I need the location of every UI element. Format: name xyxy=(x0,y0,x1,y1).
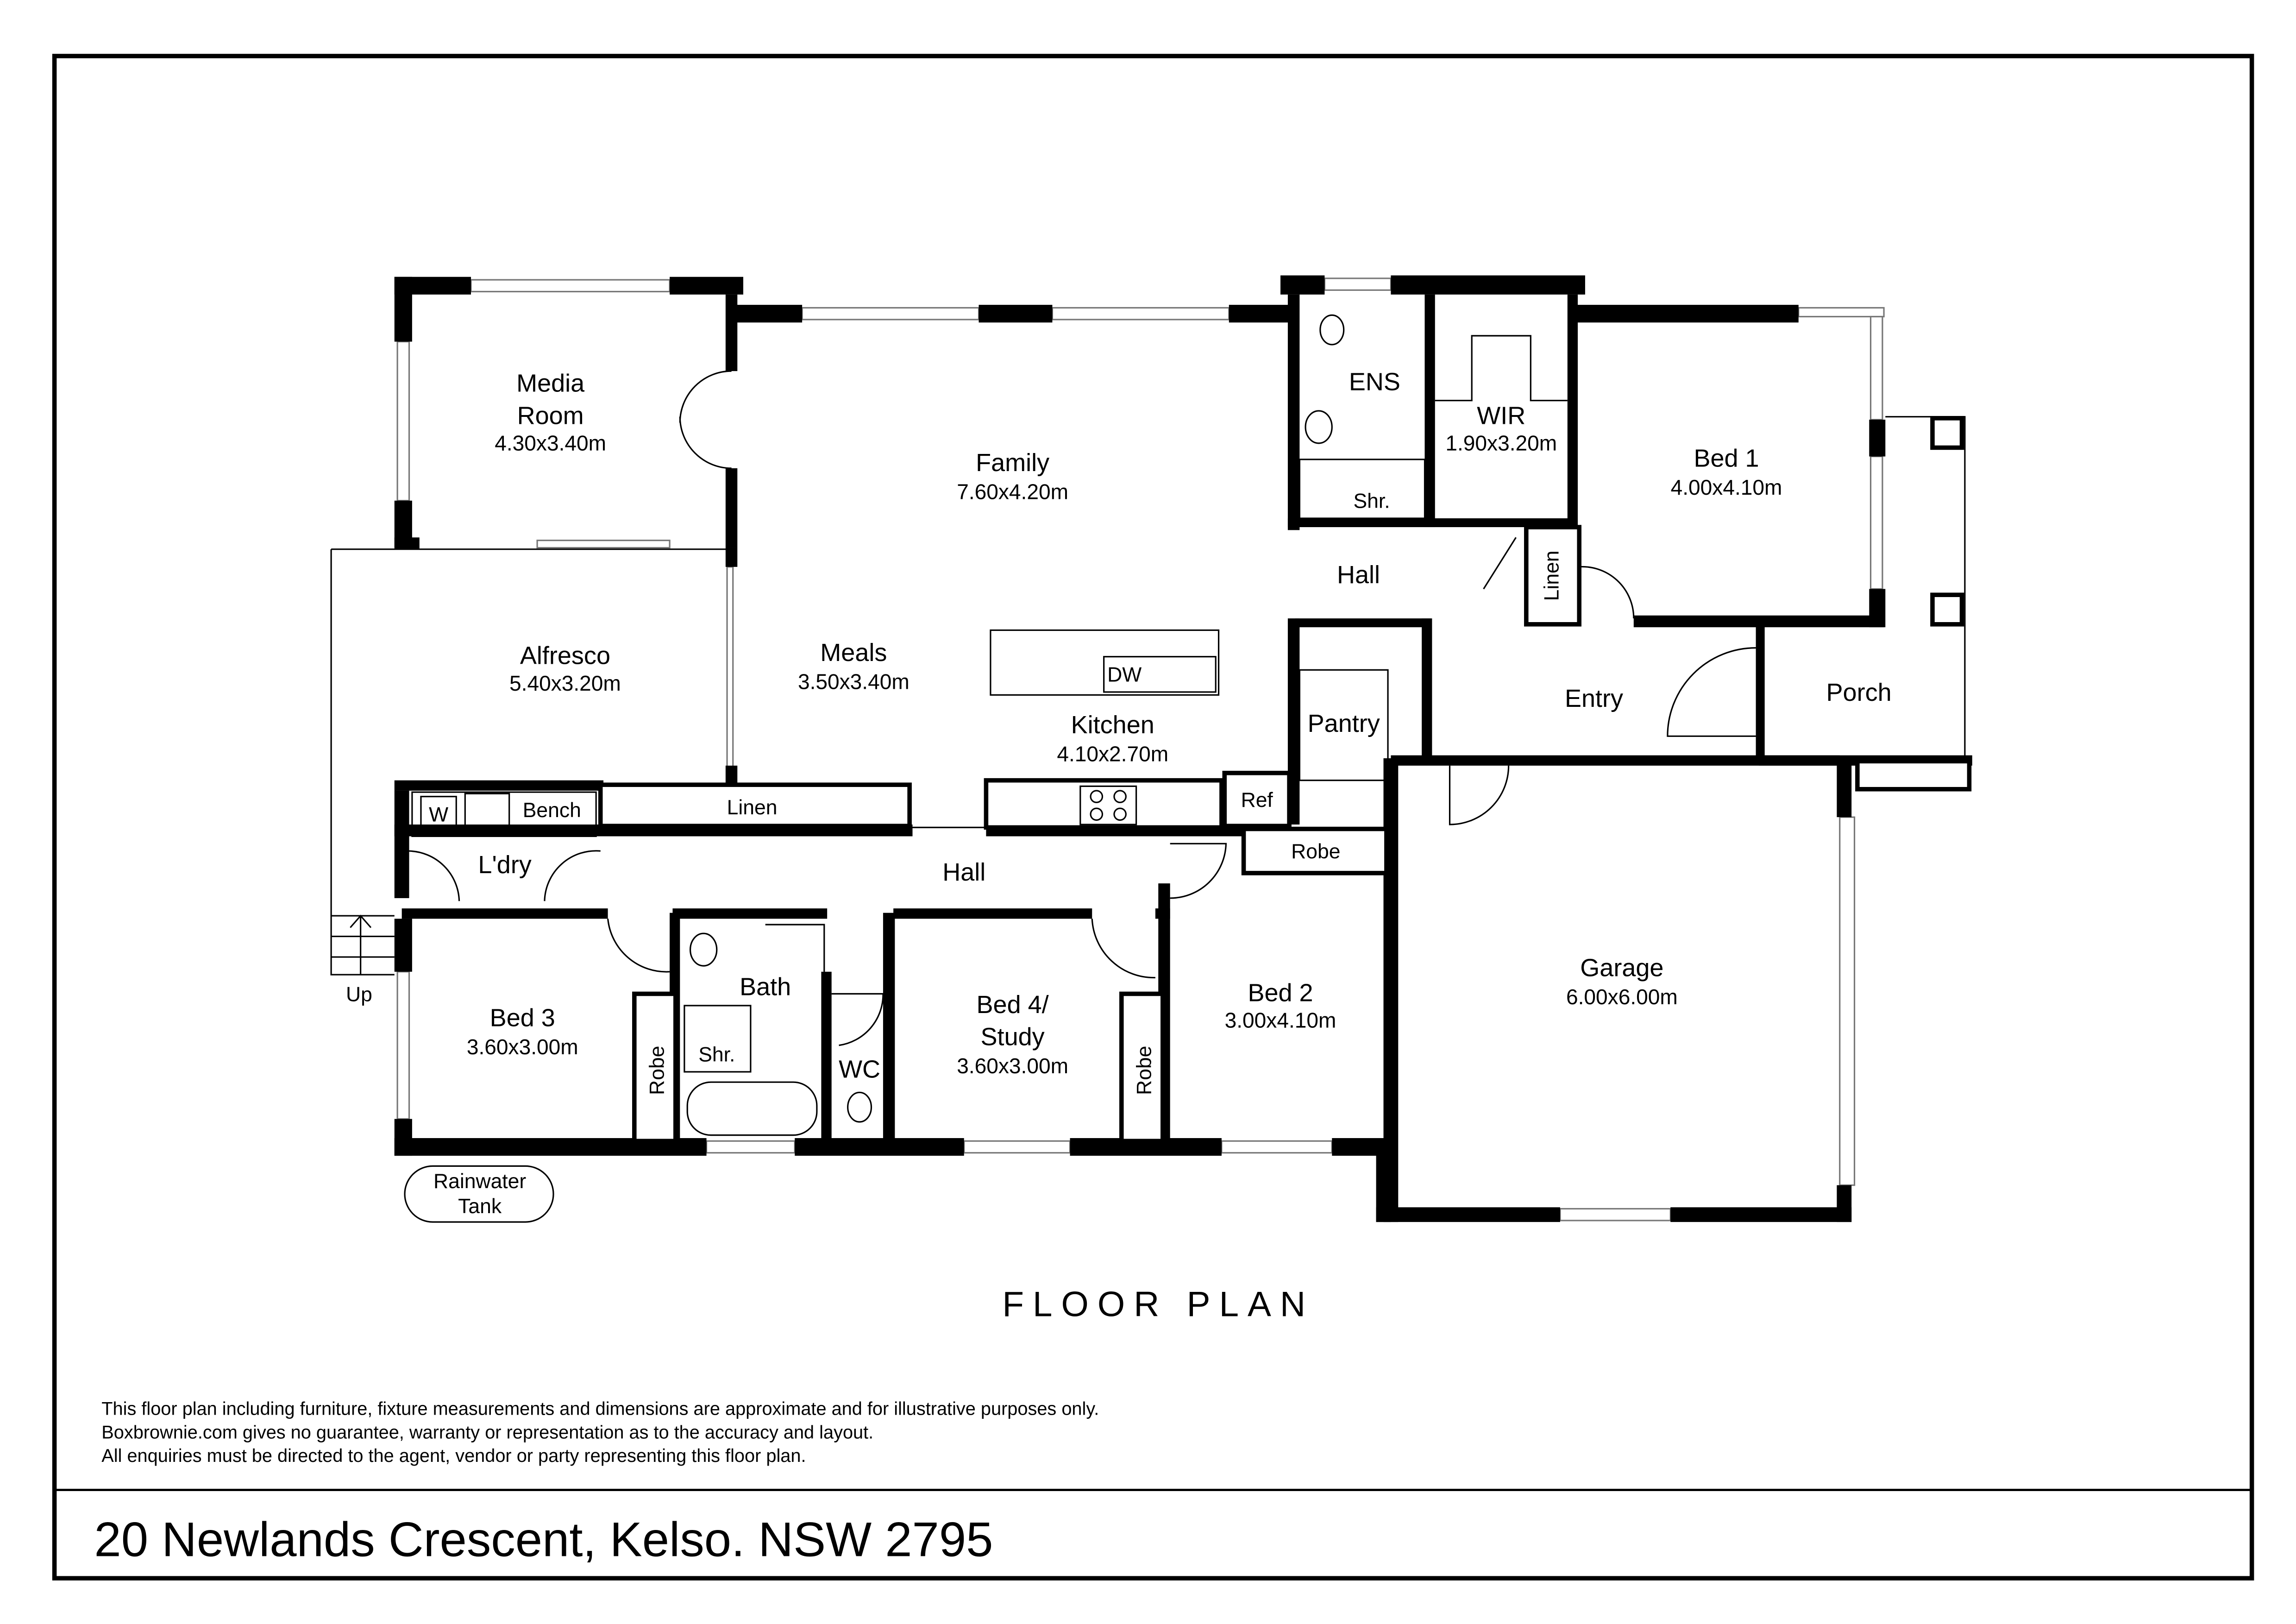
room-name: Garage xyxy=(1580,954,1663,982)
room-name: Media xyxy=(516,370,585,397)
porch-post xyxy=(1930,592,1964,627)
room-name: WC xyxy=(839,1056,880,1083)
room-name: Robe xyxy=(646,1046,668,1095)
room-name: Alfresco xyxy=(520,642,610,670)
room-name: Kitchen xyxy=(1071,711,1154,739)
room-name: Bed 4/ xyxy=(977,991,1049,1019)
room-name: L'dry xyxy=(478,851,531,879)
toilet-icon xyxy=(847,1091,872,1123)
room-name: Linen xyxy=(727,796,778,819)
room-labels: Media Room 4.30x3.40m Family 7.60x4.20m … xyxy=(346,368,1892,1218)
room-name: Bed 2 xyxy=(1248,979,1313,1007)
room-name: Robe xyxy=(1133,1046,1155,1095)
rainwater-tank xyxy=(404,1165,554,1223)
room-name: Hall xyxy=(942,858,985,886)
property-address: 20 Newlands Crescent, Kelso. NSW 2795 xyxy=(94,1513,993,1567)
washer-icon xyxy=(420,796,457,830)
bathtub-icon xyxy=(686,1081,818,1136)
sink-icon xyxy=(464,793,510,827)
plan-title: FLOOR PLAN xyxy=(1002,1285,1314,1324)
page-frame xyxy=(52,54,2254,1581)
appliance-label: DW xyxy=(1107,664,1142,686)
room-name: Porch xyxy=(1826,679,1892,706)
room-name: Entry xyxy=(1565,685,1623,712)
basin-icon xyxy=(1305,410,1333,444)
room-dims: 6.00x6.00m xyxy=(1566,985,1678,1009)
room-name: Meals xyxy=(820,639,887,667)
room-name: Study xyxy=(981,1023,1045,1051)
appliance-label: W xyxy=(429,804,448,826)
basin-icon xyxy=(689,932,718,967)
disclaimer-line: All enquiries must be directed to the ag… xyxy=(101,1446,806,1466)
disclaimer-line: This floor plan including furniture, fix… xyxy=(101,1398,1099,1419)
room-name: Bench xyxy=(523,799,581,822)
room-name: WIR xyxy=(1477,402,1525,430)
tank-label: Tank xyxy=(458,1195,502,1218)
room-name: Room xyxy=(517,402,584,430)
room-name: ENS xyxy=(1349,368,1400,396)
steps xyxy=(331,914,395,975)
room-dims: 4.10x2.70m xyxy=(1057,742,1168,766)
room-name: Pantry xyxy=(1308,710,1380,737)
room-dims: 3.60x3.00m xyxy=(467,1035,578,1059)
porch-post xyxy=(1930,416,1964,450)
room-name: Ref xyxy=(1241,789,1273,812)
room-name: Bed 1 xyxy=(1694,445,1759,472)
room-dims: 4.30x3.40m xyxy=(495,431,606,455)
room-name: Linen xyxy=(1541,550,1563,601)
room-dims: 1.90x3.20m xyxy=(1445,431,1557,455)
room-name: Family xyxy=(976,449,1049,477)
room-dims: 3.50x3.40m xyxy=(798,670,910,694)
wir-shelf xyxy=(1435,335,1568,402)
stairs-label: Up xyxy=(346,983,372,1006)
disclaimer-line: Boxbrownie.com gives no guarantee, warra… xyxy=(101,1422,873,1442)
room-dims: 5.40x3.20m xyxy=(509,671,621,695)
room-name: Bed 3 xyxy=(490,1004,555,1032)
floor-plan xyxy=(330,275,1972,1223)
room-dims: 4.00x4.10m xyxy=(1671,475,1782,499)
room-name: Shr. xyxy=(698,1044,735,1066)
tank-label: Rainwater xyxy=(433,1170,526,1193)
toilet-icon xyxy=(1319,314,1345,346)
room-name: Shr. xyxy=(1354,490,1390,513)
room-name: Hall xyxy=(1337,561,1380,589)
room-dims: 3.60x3.00m xyxy=(957,1054,1068,1078)
cooktop-icon xyxy=(1079,785,1137,825)
room-name: Bath xyxy=(740,973,791,1001)
room-name: Robe xyxy=(1291,840,1340,863)
room-dims: 3.00x4.10m xyxy=(1225,1008,1336,1032)
room-dims: 7.60x4.20m xyxy=(957,480,1068,504)
